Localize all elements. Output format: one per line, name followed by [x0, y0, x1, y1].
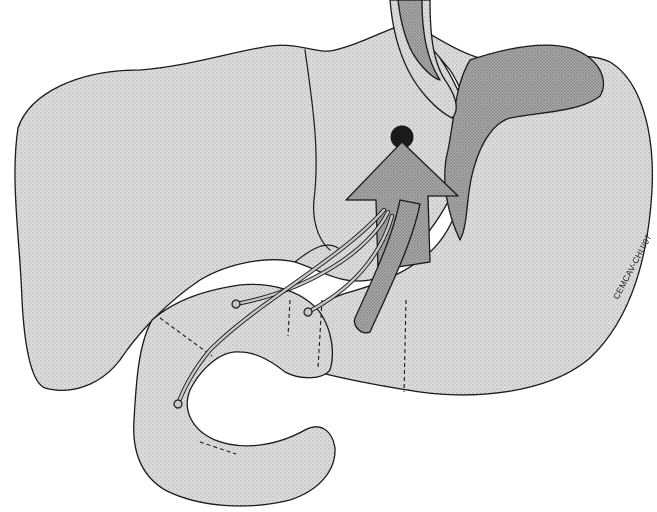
drain-tube-1-end [232, 300, 240, 308]
drain-tube-2-end [304, 308, 312, 316]
drain-tube-3-end [174, 400, 182, 408]
duodenum [134, 284, 335, 506]
